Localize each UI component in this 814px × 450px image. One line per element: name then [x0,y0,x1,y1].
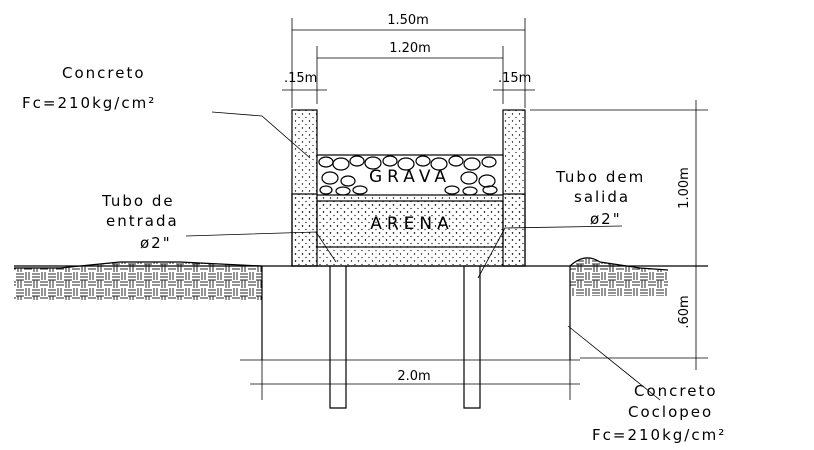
inlet-label-line1: Tubo de [101,192,175,210]
cyclopean-label-line2: Coclopeo [628,403,713,421]
support-legs [329,266,481,409]
inlet-label-line2: entrada [106,212,179,230]
concrete-label-line1: Concreto [62,64,146,82]
dim-total-width: 1.50m [387,13,429,28]
dim-inner-width: 1.20m [389,41,431,56]
concrete-label-line2: Fc=210kg/cm² [22,94,156,112]
ground-soil-left [14,261,263,300]
cyclopean-label-line3: Fc=210kg/cm² [592,426,726,444]
outlet-label-line2: salida [574,188,630,206]
dim-height: 1.00m [677,167,692,209]
outlet-label-line3: ø2" [590,210,622,228]
dim-wall-left: .15m [284,71,317,86]
sand-layer [316,200,504,248]
inlet-label-line3: ø2" [140,234,172,252]
sand-label: ARENA [370,214,454,234]
outlet-label-line1: Tubo dem [555,168,645,186]
dim-depth: .60m [677,295,692,328]
dim-base-width: 2.0m [397,369,430,384]
ground-soil-right [569,257,669,296]
leader-lines [185,111,661,401]
cyclopean-label-line1: Concreto [634,382,718,400]
excavation-outline [261,266,571,360]
gravel-layer [316,154,504,196]
dim-wall-right: .15m [498,71,531,86]
gravel-label: GRAVA [369,167,451,187]
dimension-lines [240,18,708,400]
